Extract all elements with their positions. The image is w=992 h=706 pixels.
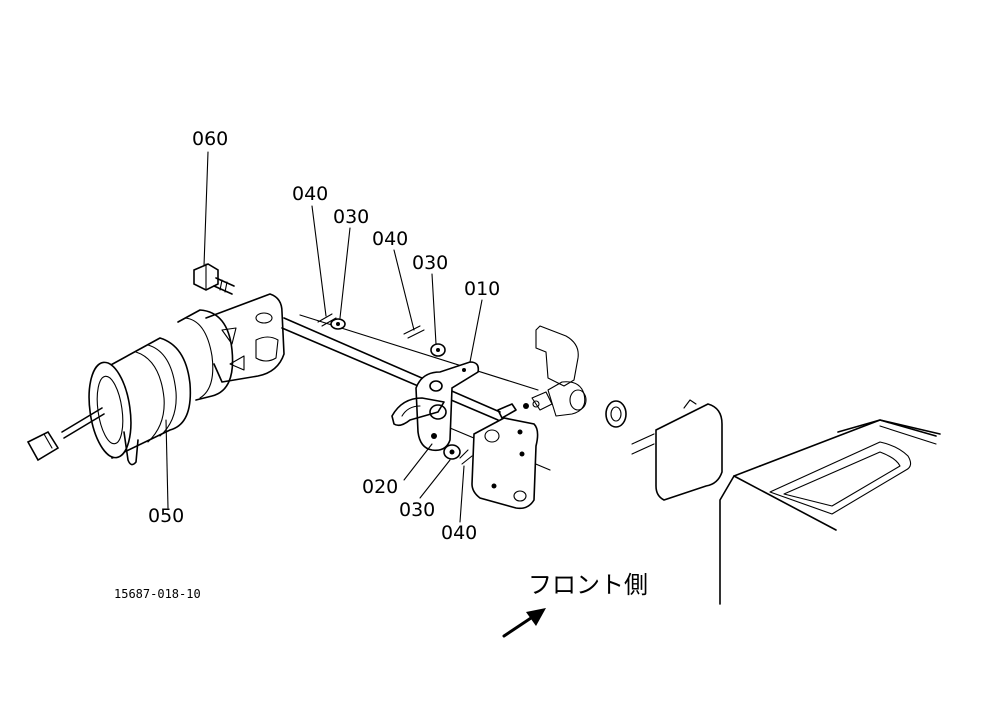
front-direction-arrow <box>502 608 546 638</box>
mounting-plate <box>471 403 539 510</box>
front-side-label: フロント側 <box>528 571 648 599</box>
pins-and-washers <box>317 313 473 465</box>
callout-050: 050 <box>148 505 184 527</box>
callout-020: 020 <box>362 476 398 498</box>
callout-030-upper-middle: 030 <box>412 252 448 274</box>
solenoid-bracket <box>205 293 285 383</box>
stop-lever-assembly <box>523 325 723 501</box>
leader-lines <box>165 151 483 523</box>
callout-010: 010 <box>464 278 500 300</box>
solenoid-part-050 <box>26 309 234 466</box>
callout-040-upper-middle: 040 <box>372 228 408 250</box>
lever-part-010-020 <box>391 361 480 452</box>
callout-060: 060 <box>192 128 228 150</box>
machine-frame <box>719 419 941 605</box>
callout-040-lower: 040 <box>441 522 477 544</box>
bolt-part-060 <box>193 263 235 295</box>
callout-030-lower: 030 <box>399 499 435 521</box>
drawing-reference-number: 15687-018-10 <box>114 587 201 601</box>
callout-030-upper-left: 030 <box>333 206 369 228</box>
callout-040-upper-left: 040 <box>292 183 328 205</box>
callout-labels: 060 040 030 040 030 010 020 030 040 050 <box>148 128 500 544</box>
